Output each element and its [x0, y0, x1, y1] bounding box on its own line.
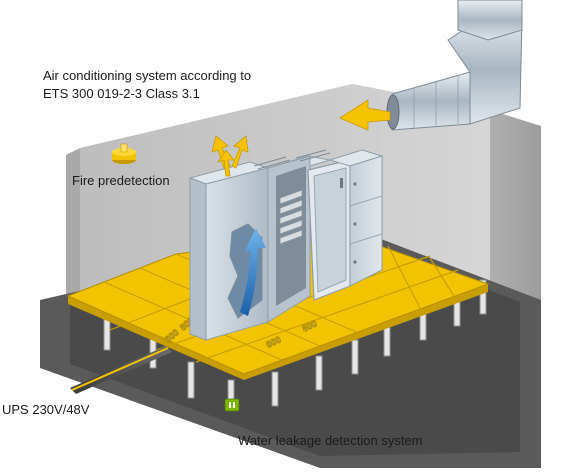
floor-pedestals	[103, 279, 487, 411]
water-leakage-label: Water leakage detection system	[238, 433, 423, 448]
server-unit	[279, 199, 303, 215]
water-sensor-body	[224, 398, 240, 412]
water-sensor-mark	[233, 402, 235, 408]
vent-line	[257, 159, 291, 170]
cold-air-arrow	[339, 99, 391, 131]
ups-label: UPS 230V/48V	[2, 402, 90, 417]
tile-joint	[429, 257, 455, 297]
water-sensor-mark	[229, 402, 231, 408]
sensor-cap	[120, 143, 128, 153]
vent-line	[295, 149, 327, 159]
ups-cable	[70, 346, 172, 394]
server-units	[279, 189, 303, 245]
pedestal	[315, 355, 323, 391]
top-vents	[253, 149, 331, 170]
exhaust-arrow-right	[231, 135, 249, 169]
cabinet-panel-line	[349, 195, 383, 207]
cabinet-lock	[353, 182, 357, 186]
exhaust-arrow-back	[217, 149, 235, 177]
door-window	[313, 167, 347, 293]
server-unit	[279, 229, 303, 245]
server-unit	[279, 219, 303, 235]
cabinet-lock	[353, 222, 357, 226]
server-unit	[279, 209, 303, 225]
tile-joint	[195, 269, 459, 363]
door-handle	[340, 178, 343, 188]
cabinet-left-front	[189, 177, 207, 341]
hot-air-arrows	[211, 135, 249, 177]
cabinet-lock	[353, 260, 357, 264]
pedestal	[187, 361, 195, 399]
cable-stripe	[71, 347, 169, 391]
air-conditioning-label-line2: ETS 300 019-2-3 Class 3.1	[43, 86, 200, 101]
pedestal	[351, 339, 359, 375]
duct-vertical	[457, 0, 523, 41]
vent-line	[253, 156, 287, 167]
cabinet-panel-line	[349, 233, 383, 245]
fire-sensor-icon	[112, 143, 136, 164]
air-conditioning-label-line1: Air conditioning system according to	[43, 68, 252, 83]
left-wall-edge	[66, 148, 80, 300]
pedestal	[479, 279, 487, 315]
cooling-arrow	[240, 228, 266, 316]
fire-predetection-label: Fire predetection	[72, 173, 170, 188]
water-sensor-icon	[224, 398, 240, 412]
tile-joint	[387, 245, 421, 309]
air-conditioning-duct	[386, 0, 523, 131]
server-unit	[279, 189, 303, 205]
cabinet-right-front	[349, 155, 383, 287]
rack-cabinets	[188, 149, 384, 341]
pedestal	[271, 371, 279, 407]
vent-line	[299, 152, 331, 162]
duct-ribs	[413, 76, 459, 128]
